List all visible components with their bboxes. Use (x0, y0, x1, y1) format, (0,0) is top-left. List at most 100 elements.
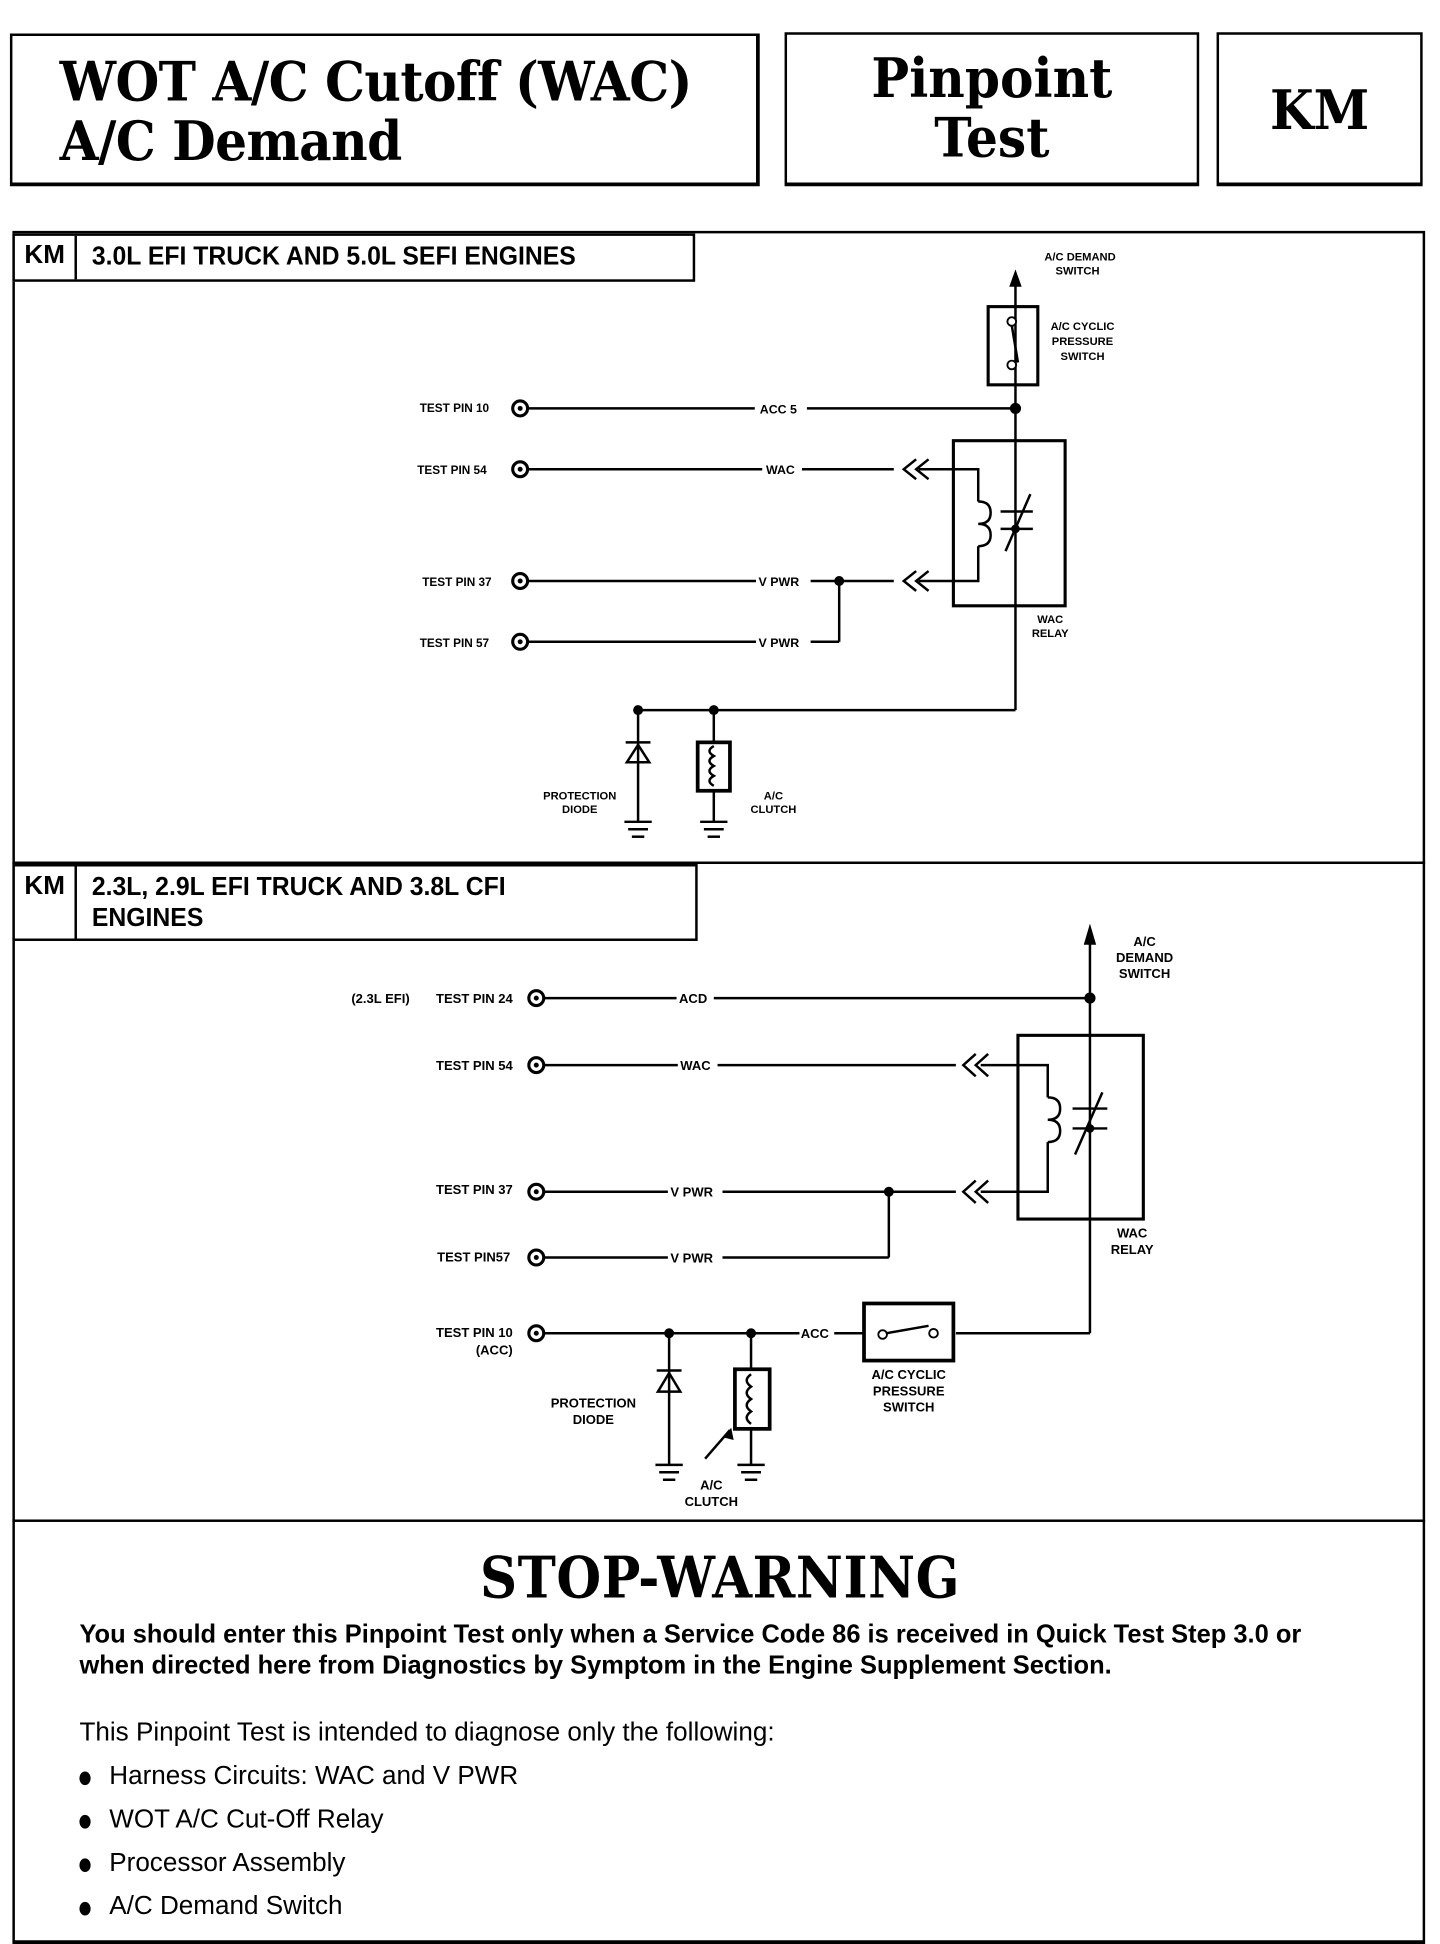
pin-label: TEST PIN 24 (436, 991, 513, 1006)
relay-label: WAC (1117, 1226, 1148, 1241)
cyclic-switch-label: A/C CYCLIC (871, 1367, 946, 1382)
pin-label: TEST PIN 54 (436, 1058, 513, 1073)
junction-dot (664, 1328, 675, 1339)
circuit-label: WAC (680, 1058, 711, 1073)
section-1-code: KM (15, 235, 77, 280)
test-pin-terminals (511, 399, 530, 651)
relay-label: RELAY (1111, 1242, 1154, 1257)
clutch-label: CLUTCH (685, 1494, 739, 1509)
list-item-text: Harness Circuits: WAC and V PWR (109, 1761, 519, 1791)
diode-label: DIODE (562, 804, 597, 816)
section-1-header: KM 3.0L EFI TRUCK AND 5.0L SEFI ENGINES (12, 233, 696, 282)
pin-label: TEST PIN 54 (417, 464, 487, 477)
demand-switch-label: DEMAND (1116, 950, 1173, 965)
wac-relay-box (1016, 1033, 1145, 1221)
cyclic-switch-label: SWITCH (1061, 351, 1105, 363)
bullet-icon (79, 1858, 91, 1873)
pin-label: TEST PIN 10 (436, 1325, 513, 1340)
diode-label: PROTECTION (551, 1396, 636, 1411)
section-2-title: 2.3L, 2.9L EFI TRUCK AND 3.8L CFI ENGINE… (91, 872, 506, 933)
pin-label: TEST PIN 37 (422, 576, 492, 589)
junction-dot (883, 1186, 894, 1197)
cyclic-switch-label: PRESSURE (1052, 336, 1113, 348)
circuit-label: V PWR (670, 1185, 713, 1200)
circuit-label: ACD (679, 991, 707, 1006)
title-box: WOT A/C Cutoff (WAC) A/C Demand (9, 33, 760, 187)
pin-label: TEST PIN 37 (436, 1182, 513, 1197)
cyclic-switch-label: A/C CYCLIC (1051, 321, 1115, 333)
warning-intro: This Pinpoint Test is intended to diagno… (79, 1718, 775, 1747)
connector-chevron (901, 570, 917, 592)
clutch-coil (708, 745, 717, 787)
junction-dot (834, 576, 845, 586)
relay-label: WAC (1037, 614, 1063, 626)
ac-clutch-box (695, 740, 732, 793)
circuit-label: ACC (801, 1326, 830, 1341)
circuit-label: WAC (766, 463, 795, 477)
bullet-icon (79, 1901, 91, 1916)
section-2-code: KM (15, 866, 77, 939)
relay-label: RELAY (1032, 628, 1069, 640)
demand-switch-label: A/C DEMAND (1044, 252, 1115, 264)
section-2-header: KM 2.3L, 2.9L EFI TRUCK AND 3.8L CFI ENG… (12, 864, 698, 941)
list-item-text: A/C Demand Switch (109, 1891, 343, 1921)
title-line-2: A/C Demand (59, 110, 403, 174)
pin-sublabel: (ACC) (476, 1342, 513, 1357)
clutch-coil (745, 1373, 754, 1425)
circuit-label: V PWR (670, 1251, 713, 1266)
list-item: WOT A/C Cut-Off Relay (79, 1804, 518, 1847)
clutch-label: CLUTCH (750, 804, 796, 816)
wac-relay-box (951, 439, 1067, 608)
test-code: KM (1269, 79, 1370, 143)
connector-chevron (961, 1179, 977, 1204)
arrow-up-icon (1083, 923, 1097, 945)
warning-title: STOP-WARNING (479, 1544, 961, 1612)
protection-diode (655, 1370, 683, 1393)
connector-chevron (914, 570, 930, 592)
bullet-icon (79, 1814, 91, 1829)
warning-text: You should enter this Pinpoint Test only… (79, 1620, 1302, 1680)
pin-label: TEST PIN 10 (420, 402, 490, 415)
circuit-label: ACC 5 (760, 402, 797, 416)
bullet-icon (79, 1771, 91, 1786)
test-type-box: Pinpoint Test (784, 32, 1200, 187)
relay-coil (978, 500, 992, 548)
junction-dot (633, 705, 644, 716)
test-type-label: Pinpoint Test (803, 49, 1180, 171)
cyclic-pressure-switch-box (986, 305, 1040, 387)
list-item: A/C Demand Switch (79, 1891, 518, 1934)
connector-chevron (914, 458, 930, 481)
list-item: Processor Assembly (79, 1847, 518, 1890)
junction-dot (746, 1328, 757, 1339)
relay-coil (1047, 1096, 1062, 1144)
clutch-label: A/C (764, 790, 783, 802)
circuit-label: V PWR (758, 636, 799, 650)
demand-switch-label: SWITCH (1056, 265, 1100, 277)
junction-dot (1084, 992, 1096, 1004)
junction-dot (1085, 1124, 1095, 1133)
pin-label: TEST PIN57 (437, 1249, 510, 1264)
junction-dot (1011, 524, 1020, 534)
section-divider-1 (12, 861, 1426, 865)
connector-chevron (973, 1053, 989, 1078)
protection-diode (624, 742, 652, 764)
pin-prefix: (2.3L EFI) (351, 991, 409, 1006)
circuit-label: V PWR (758, 575, 799, 589)
connector-chevron (961, 1053, 977, 1078)
section-divider-2 (12, 1519, 1426, 1522)
cyclic-switch-label: PRESSURE (873, 1383, 945, 1398)
demand-switch-label: SWITCH (1119, 966, 1170, 981)
section-1-title: 3.0L EFI TRUCK AND 5.0L SEFI ENGINES (91, 242, 576, 271)
demand-switch-label: A/C (1133, 934, 1156, 949)
list-item-text: WOT A/C Cut-Off Relay (109, 1804, 384, 1834)
junction-dot (1009, 402, 1022, 415)
test-type-line-2: Test (934, 106, 1050, 171)
arrow-up-icon (1009, 269, 1022, 287)
list-item-text: Processor Assembly (109, 1848, 346, 1877)
test-code-box: KM (1216, 32, 1423, 187)
ac-clutch-box (733, 1367, 772, 1431)
list-item: Harness Circuits: WAC and V PWR (79, 1760, 518, 1803)
